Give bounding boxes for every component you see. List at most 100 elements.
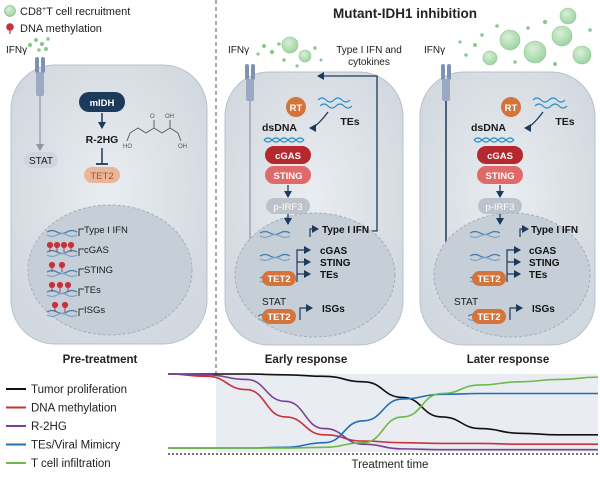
gene-cgas: cGAS <box>529 246 557 257</box>
ifn-gamma-label: IFNγ <box>424 45 445 56</box>
nucleus <box>433 212 591 338</box>
rt-arrow <box>524 111 544 132</box>
cgas-pill <box>265 146 311 164</box>
cgas-label: cGAS <box>487 151 513 162</box>
r2hg-molecule: HO OH O OH <box>123 114 187 150</box>
later-caption: Later response <box>467 354 549 366</box>
promoters-early <box>296 225 319 320</box>
sting-label: STING <box>273 171 302 182</box>
gene-tes: TEs <box>320 270 339 281</box>
rt-arrow <box>309 111 329 132</box>
tcells-early <box>256 36 323 68</box>
chart-bg-pre <box>168 374 216 452</box>
gene-cgas: cGAS <box>84 245 109 256</box>
pretreatment-caption: Pre-treatment <box>63 354 138 366</box>
tet2-pill <box>472 271 506 286</box>
series-layer <box>167 373 599 451</box>
panel-early: IFNγ Type I IFN and cytokines RT TEs dsD… <box>224 36 404 366</box>
x-axis-label: Treatment time <box>352 459 429 471</box>
rt-circle <box>286 97 306 117</box>
methylation-legend-icon <box>6 23 14 31</box>
tet2-label: TET2 <box>267 274 290 285</box>
gene-sting: STING <box>84 265 113 276</box>
r2hg-label: R-2HG <box>86 134 119 146</box>
tcell-legend-label: CD8+T cell recruitment <box>20 6 130 18</box>
tet2-pill <box>84 167 120 183</box>
isgs-label: ISGs <box>322 304 345 315</box>
pirf3-label: p-IRF3 <box>485 202 514 213</box>
ifn-gamma-label: IFNγ <box>228 45 249 56</box>
panel-later: IFNγ RT TEs dsDNA cGAS STING <box>419 7 596 366</box>
sting-pill <box>265 166 311 184</box>
svg-text:OH: OH <box>178 144 187 150</box>
legend-label-4: T cell infiltration <box>31 458 111 470</box>
gene-tes: TEs <box>529 270 548 281</box>
rt-circle <box>501 97 521 117</box>
methylation-pins <box>46 241 75 312</box>
cytokine-label-1: Type I IFN and <box>336 45 402 56</box>
legend-label-1: DNA methylation <box>31 403 117 415</box>
methylation-legend-label: DNA methylation <box>20 23 102 35</box>
series-line-2 <box>167 373 599 451</box>
tet2-label-2: TET2 <box>477 312 500 323</box>
sting-pill <box>477 166 523 184</box>
tes-wave <box>317 97 353 109</box>
panel-pretreatment: IFNγ STAT mIDH R-2HG HO OH O OH TET2 <box>6 37 208 366</box>
pirf3-pill <box>266 198 310 214</box>
series-line-1 <box>167 373 598 446</box>
promoters-pre <box>78 228 84 316</box>
dsdna-helix <box>263 137 305 143</box>
ifn-gamma-dots <box>27 37 50 52</box>
legend-label-3: TEs/Viral Mimicry <box>31 440 120 452</box>
stat-pill <box>24 152 58 168</box>
tes-label: TEs <box>340 116 359 128</box>
dsdna-label: dsDNA <box>471 122 506 134</box>
nucleus <box>27 204 193 336</box>
pirf3-label: p-IRF3 <box>273 202 302 213</box>
midh-label: mIDH <box>90 98 115 109</box>
chart-bg-late <box>216 374 598 452</box>
isgs-label: ISGs <box>532 304 555 315</box>
ifn-receptor <box>35 57 45 96</box>
gene-type1-ifn: Type I IFN <box>84 225 128 236</box>
midh-pill <box>79 92 125 112</box>
cgas-label: cGAS <box>275 151 301 162</box>
tes-label: TEs <box>555 116 574 128</box>
tcell-legend-icon <box>4 5 16 17</box>
tet2-pill-2 <box>262 309 296 324</box>
cgas-pill <box>477 146 523 164</box>
sting-label: STING <box>485 171 514 182</box>
dsdna-label: dsDNA <box>262 122 297 134</box>
nucleus <box>234 212 396 338</box>
pirf3-pill <box>478 198 522 214</box>
ifn-gamma-label: IFNγ <box>6 45 27 56</box>
type1-ifn-label: Type I IFN <box>531 225 578 236</box>
ifn-receptor <box>245 64 255 101</box>
rt-label: RT <box>290 103 303 114</box>
type1-ifn-label: Type I IFN <box>322 225 369 236</box>
tet2-pill-2 <box>472 309 506 324</box>
legend-label-2: R-2HG <box>31 421 67 433</box>
stat-label: STAT <box>29 156 53 167</box>
svg-text:O: O <box>150 114 155 120</box>
gene-isgs: ISGs <box>84 305 105 316</box>
top-legend: CD8+T cell recruitment DNA methylation <box>4 5 130 35</box>
legend-label-0: Tumor proliferation <box>31 384 127 396</box>
cytokine-label-2: cytokines <box>348 57 390 68</box>
gene-sting: STING <box>320 258 351 269</box>
gene-tes: TEs <box>84 285 101 296</box>
tet2-label-2: TET2 <box>267 312 290 323</box>
gene-sting: STING <box>529 258 560 269</box>
promoters-later <box>506 225 529 320</box>
svg-text:HO: HO <box>123 144 132 150</box>
dsdna-helix <box>473 137 515 143</box>
early-caption: Early response <box>265 354 347 366</box>
stat-label: STAT <box>454 297 478 308</box>
series-line-4 <box>167 376 599 449</box>
gene-cgas: cGAS <box>320 246 348 257</box>
series-line-0 <box>167 373 598 436</box>
section-title: Mutant-IDH1 inhibition <box>333 6 477 21</box>
